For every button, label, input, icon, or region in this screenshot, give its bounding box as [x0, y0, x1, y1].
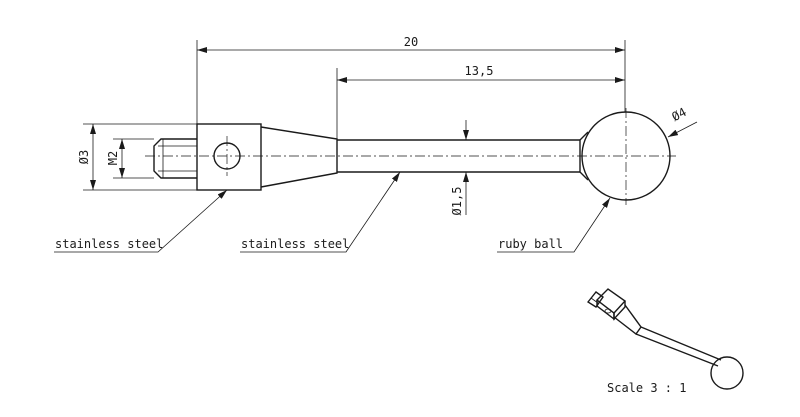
- leader-body-material: stainless steel: [54, 189, 228, 253]
- taper: [260, 126, 338, 188]
- label-body-material: stainless steel: [55, 237, 163, 251]
- dimension-stem-diameter: Ø1,5: [450, 120, 469, 216]
- isometric-ball: [710, 356, 744, 390]
- dimension-shank-diameter: Ø3: [77, 123, 197, 191]
- leader-stem-material: stainless steel: [240, 171, 401, 253]
- label-stem-material: stainless steel: [241, 237, 349, 251]
- dimension-text-stylus: 13,5: [465, 64, 494, 78]
- scale-note: Scale 3 : 1: [607, 381, 686, 395]
- dimension-thread: M2: [106, 138, 154, 179]
- stylus-side-view: [145, 108, 676, 205]
- label-tip-material: ruby ball: [498, 237, 563, 251]
- dimension-text-stem: Ø1,5: [450, 187, 464, 216]
- dimension-text-overall: 20: [404, 35, 418, 49]
- dimension-text-thread: M2: [106, 151, 120, 165]
- dimension-ball-diameter: Ø4: [667, 105, 698, 138]
- thread-outline: [153, 138, 197, 179]
- dimension-overall-length: 20: [196, 35, 626, 124]
- dimension-text-shank: Ø3: [77, 150, 91, 164]
- isometric-preview: [586, 288, 744, 390]
- dimension-stylus-length: 13,5: [336, 64, 625, 139]
- dimension-text-ball: Ø4: [669, 105, 688, 124]
- body-block: [196, 123, 262, 191]
- leader-tip-material: ruby ball: [497, 197, 611, 253]
